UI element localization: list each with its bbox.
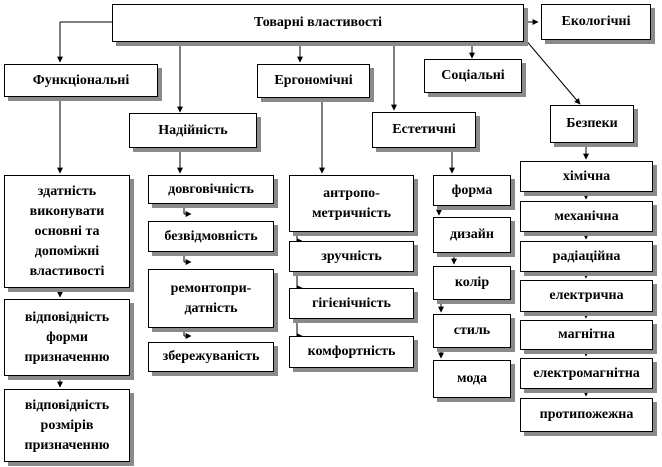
safety-item: механічна (520, 201, 653, 232)
reliability-item: довговічність (148, 175, 274, 204)
reliability-node: Надійність (129, 113, 257, 148)
functional-item: відповідність форми призначенню (4, 299, 130, 376)
safety-node: Безпеки (550, 105, 634, 143)
aesthetic-item: мода (433, 360, 511, 398)
aesthetic-node: Естетичні (372, 112, 476, 148)
ergonomic-item: комфортність (289, 336, 414, 368)
reliability-item: ремонтопри- датність (148, 269, 274, 328)
safety-item: радіаційна (520, 241, 653, 272)
social-node: Соціальні (424, 59, 522, 93)
ergonomic-item: зручність (289, 241, 414, 272)
safety-item: магнітна (520, 320, 653, 350)
root-node: Товарні властивості (112, 4, 524, 42)
aesthetic-item: колір (433, 266, 511, 300)
functional-item: відповідність розмірів призначенню (4, 389, 130, 462)
safety-item: електромагнітна (520, 358, 653, 389)
ergonomic-item: антропо- метричність (289, 175, 414, 232)
ecological-node: Екологічні (541, 4, 651, 40)
reliability-item: безвідмовність (148, 221, 274, 252)
safety-item: електрична (520, 280, 653, 312)
ergonomic-node: Ергономічні (257, 64, 370, 98)
reliability-item: збережуваність (148, 342, 274, 372)
safety-item: хімічна (520, 161, 653, 192)
aesthetic-item: стиль (433, 314, 511, 348)
functional-item: здатність виконувати основні та допоміжн… (4, 175, 130, 288)
aesthetic-item: форма (433, 175, 511, 206)
functional-node: Функціональні (4, 64, 158, 97)
safety-item: протипожежна (520, 398, 653, 432)
ergonomic-item: гігієнічність (289, 288, 414, 319)
aesthetic-item: дизайн (433, 217, 511, 253)
